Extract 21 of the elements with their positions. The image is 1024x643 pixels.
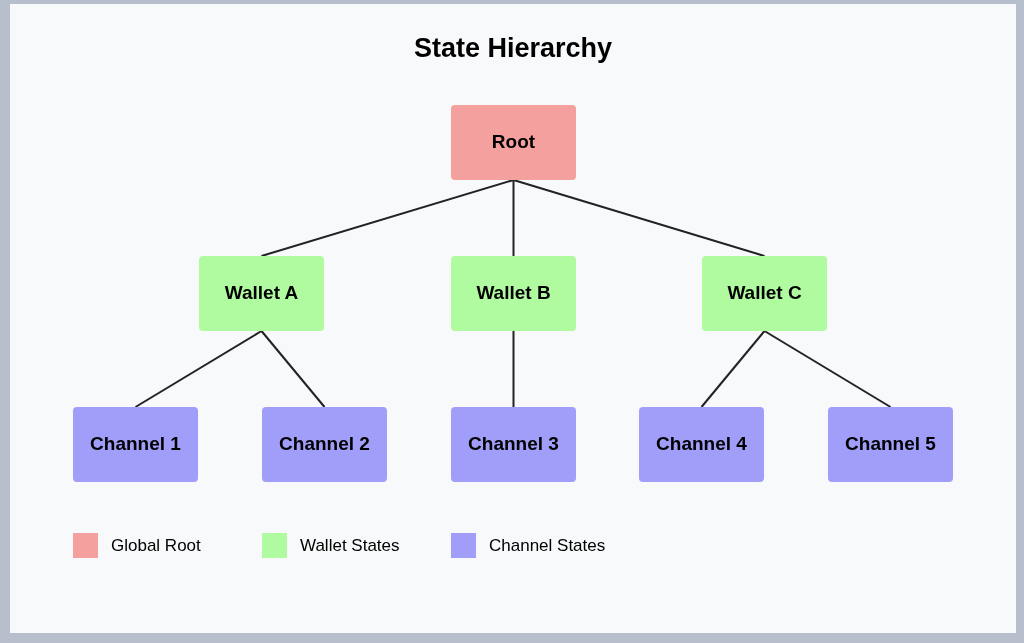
connector-line [260, 179, 515, 257]
wallet-box: Wallet C [702, 256, 827, 331]
connector-line [700, 330, 766, 408]
channel-box: Channel 1 [73, 407, 198, 482]
connector-line [260, 330, 326, 408]
legend-label: Channel States [489, 535, 606, 557]
channel-box: Channel 3 [451, 407, 576, 482]
legend-label: Wallet States [300, 535, 400, 557]
diagram-title: State Hierarchy [412, 32, 614, 65]
connector-line [134, 330, 263, 408]
channel-box: Channel 5 [828, 407, 953, 482]
connector-line [512, 330, 515, 408]
wallet-box: Wallet B [451, 256, 576, 331]
connector-line [512, 179, 766, 257]
connector-line [512, 179, 515, 257]
wallet-box: Wallet A [199, 256, 324, 331]
channel-box: Channel 4 [639, 407, 764, 482]
legend-label: Global Root [111, 535, 201, 557]
channel-box: Channel 2 [262, 407, 387, 482]
connector-line [763, 330, 892, 408]
root-box: Root [451, 105, 576, 180]
